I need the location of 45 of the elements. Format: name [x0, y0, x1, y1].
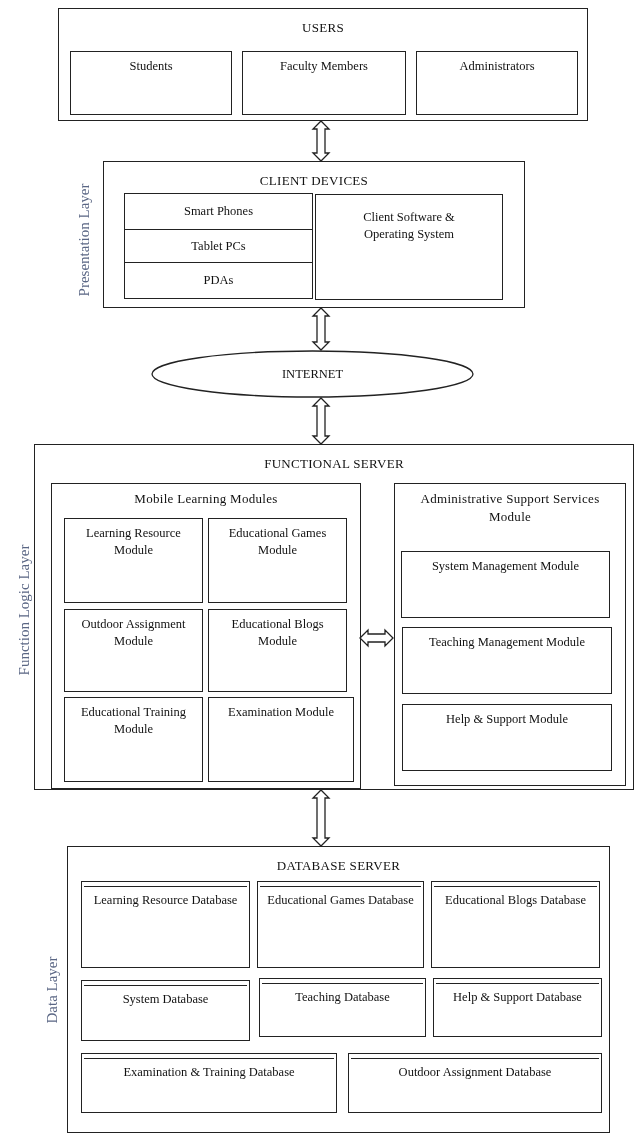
module-box: Educational Blogs Module — [208, 609, 347, 692]
module-box: Outdoor Assignment Module — [64, 609, 203, 692]
layer-label: Presentation Layer — [75, 183, 93, 297]
module-box: Educational Training Module — [64, 697, 203, 782]
double-arrow — [311, 789, 331, 847]
double-arrow — [311, 307, 331, 351]
container-box — [394, 483, 626, 786]
module-box: Examination Module — [208, 697, 354, 782]
double-arrow — [359, 628, 394, 648]
module-box: System Management Module — [401, 551, 610, 618]
container-box — [67, 846, 610, 1133]
module-box: Students — [70, 51, 232, 115]
group-title: DATABASE SERVER — [275, 857, 402, 875]
device-cell: Smart Phones — [124, 193, 313, 230]
container-box — [58, 8, 588, 121]
database-box: Educational Blogs Database — [431, 881, 600, 968]
double-arrow — [311, 397, 331, 445]
container-box — [51, 483, 361, 789]
database-box: Learning Resource Database — [81, 881, 250, 968]
group-title: FUNCTIONAL SERVER — [263, 455, 405, 473]
group-title: USERS — [301, 19, 345, 37]
module-box: Administrators — [416, 51, 578, 115]
database-box: Help & Support Database — [433, 978, 602, 1037]
device-cell: PDAs — [124, 262, 313, 299]
module-box: Educational Games Module — [208, 518, 347, 603]
software-box: Client Software & Operating System — [315, 194, 503, 300]
group-title: Mobile Learning Modules — [133, 490, 279, 508]
container-box — [34, 444, 634, 790]
group-title: CLIENT DEVICES — [258, 172, 370, 190]
database-box: Teaching Database — [259, 978, 426, 1037]
device-cell: Tablet PCs — [124, 229, 313, 263]
database-box: System Database — [81, 980, 250, 1041]
node-label: INTERNET — [281, 365, 344, 383]
database-box: Examination & Training Database — [81, 1053, 337, 1113]
module-box: Faculty Members — [242, 51, 406, 115]
layer-label: Function Logic Layer — [15, 544, 33, 676]
database-box: Outdoor Assignment Database — [348, 1053, 602, 1113]
container-box — [103, 161, 525, 308]
module-box: Teaching Management Module — [402, 627, 612, 694]
module-box: Learning Resource Module — [64, 518, 203, 603]
double-arrow — [311, 120, 331, 162]
database-box: Educational Games Database — [257, 881, 424, 968]
layer-label: Data Layer — [43, 956, 61, 1024]
module-box: Help & Support Module — [402, 704, 612, 771]
group-title: Administrative Support Services Module — [419, 490, 601, 526]
